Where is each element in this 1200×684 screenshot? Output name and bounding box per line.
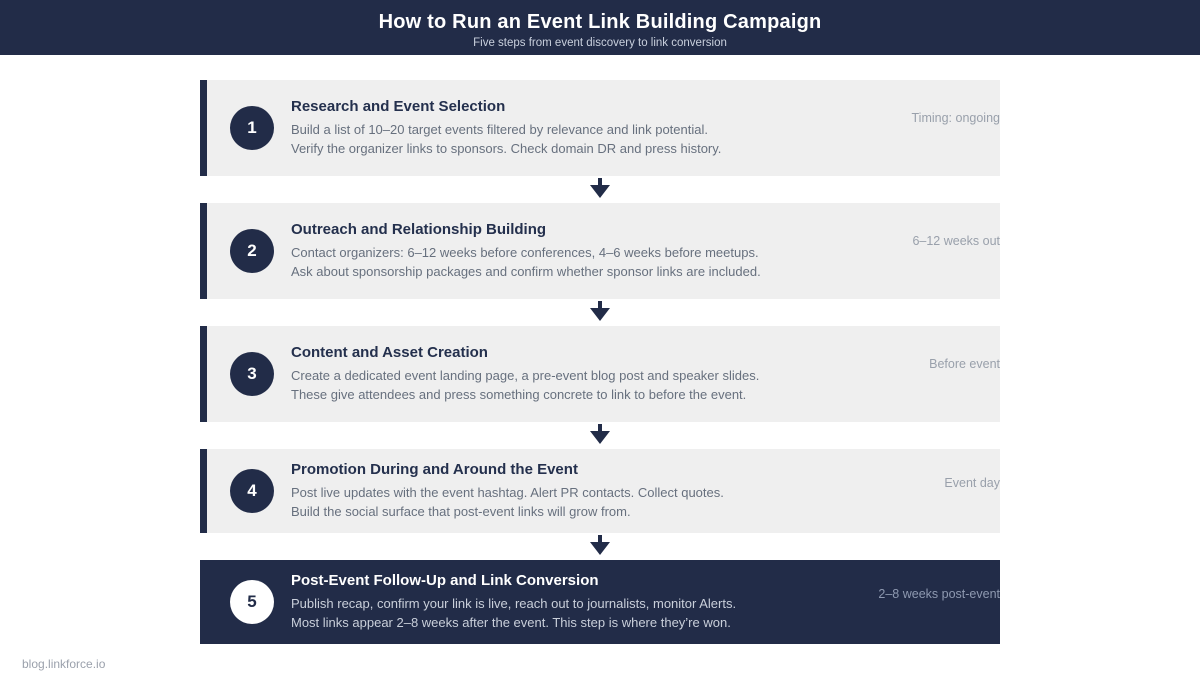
step-card-4: 4 Promotion During and Around the Event … [200,449,1000,533]
down-arrow-icon [590,185,610,198]
connector [200,422,1000,449]
connector [200,299,1000,326]
step-description-line: Post live updates with the event hashtag… [291,485,724,500]
down-arrow-icon [590,431,610,444]
step-card-5: 5 Post-Event Follow-Up and Link Conversi… [200,560,1000,644]
down-arrow-icon [598,301,602,308]
step-description-line: Ask about sponsorship packages and confi… [291,264,761,279]
step-description-line: Build the social surface that post-event… [291,504,631,519]
page-subtitle: Five steps from event discovery to link … [473,36,727,49]
site-attribution: blog.linkforce.io [22,657,106,671]
step-content: Promotion During and Around the Event Po… [291,461,724,521]
step-content: Outreach and Relationship Building Conta… [291,221,761,281]
step-description-line: Verify the organizer links to sponsors. … [291,141,722,156]
down-arrow-icon [590,542,610,555]
step-description-line: Create a dedicated event landing page, a… [291,368,760,383]
step-timing-label: Before event [929,357,1000,371]
step-content: Post-Event Follow-Up and Link Conversion… [291,572,736,632]
down-arrow-icon [598,178,602,185]
step-title: Post-Event Follow-Up and Link Conversion [291,572,599,589]
steps-list: 1 Research and Event Selection Build a l… [200,80,1000,644]
down-arrow-icon [590,308,610,321]
step-description-line: Contact organizers: 6–12 weeks before co… [291,245,759,260]
page-title: How to Run an Event Link Building Campai… [378,10,822,33]
step-title: Content and Asset Creation [291,344,488,361]
down-arrow-icon [598,424,602,431]
header-band: How to Run an Event Link Building Campai… [0,0,1200,55]
step-number-badge: 5 [230,580,274,624]
step-number-badge: 3 [230,352,274,396]
step-number-badge: 4 [230,469,274,513]
step-description-line: These give attendees and press something… [291,387,747,402]
step-content: Research and Event Selection Build a lis… [291,98,721,158]
step-card-1: 1 Research and Event Selection Build a l… [200,80,1000,176]
step-title: Promotion During and Around the Event [291,461,578,478]
step-description-line: Publish recap, confirm your link is live… [291,596,737,611]
step-number-badge: 1 [230,106,274,150]
step-timing-label: 2–8 weeks post-event [878,587,1000,601]
step-description-line: Most links appear 2–8 weeks after the ev… [291,615,731,630]
step-timing-label: 6–12 weeks out [912,234,1000,248]
down-arrow-icon [598,535,602,542]
step-timing-label: Event day [944,476,1000,490]
step-card-2: 2 Outreach and Relationship Building Con… [200,203,1000,299]
step-card-3: 3 Content and Asset Creation Create a de… [200,326,1000,422]
step-content: Content and Asset Creation Create a dedi… [291,344,759,404]
step-description-line: Build a list of 10–20 target events filt… [291,122,708,137]
step-title: Outreach and Relationship Building [291,221,547,238]
step-number-badge: 2 [230,229,274,273]
step-timing-label: Timing: ongoing [911,111,1000,125]
connector [200,176,1000,203]
step-title: Research and Event Selection [291,98,506,115]
connector [200,533,1000,560]
